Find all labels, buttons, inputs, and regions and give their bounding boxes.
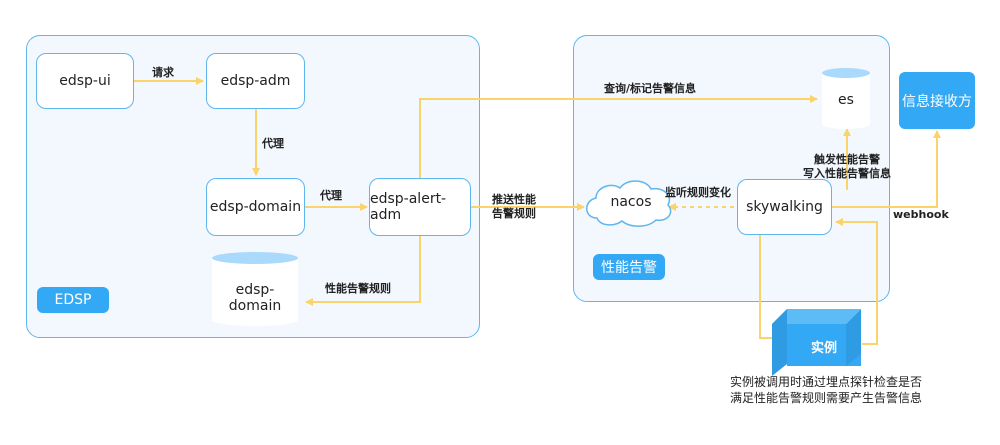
label-query-mark: 查询/标记告警信息 — [604, 82, 697, 95]
edge-from-instance — [835, 218, 878, 345]
instance-note-line2: 满足性能告警规则需要产生告警信息 — [730, 391, 923, 405]
skywalking-node[interactable]: skywalking — [737, 179, 832, 235]
edsp-alert-adm-node[interactable]: edsp-alert-adm — [369, 178, 471, 236]
instance-note-line1: 实例被调用时通过埋点探针检查是否 — [730, 375, 923, 389]
instance-note: 实例被调用时通过埋点探针检查是否 满足性能告警规则需要产生告警信息 — [730, 374, 922, 406]
label-webhook: webhook — [893, 208, 949, 221]
edge-perf-rules — [305, 235, 421, 306]
label-proxy-down: 代理 — [262, 137, 284, 150]
edge-webhook — [832, 130, 941, 208]
edsp-domain-db-cylinder — [212, 252, 298, 326]
nacos-label: nacos — [610, 194, 652, 210]
label-proxy-right: 代理 — [320, 189, 342, 202]
edsp-domain-db-label: edsp-domain — [228, 282, 282, 314]
es-label: es — [838, 92, 854, 108]
label-push-rules-line2: 告警规则 — [492, 207, 536, 220]
instance-box — [772, 309, 861, 376]
es-cylinder — [822, 68, 870, 129]
edge-query-mark — [419, 95, 818, 178]
edsp-ui-node[interactable]: edsp-ui — [36, 53, 134, 109]
label-listen-change: 监听规则变化 — [665, 186, 731, 199]
label-trigger-line2: 写入性能告警信息 — [803, 167, 891, 180]
label-push-rules: 推送性能 告警规则 — [492, 193, 536, 221]
label-trigger-line1: 触发性能告警 — [814, 153, 880, 166]
label-request: 请求 — [152, 66, 174, 79]
edsp-badge: EDSP — [37, 287, 109, 313]
edsp-adm-node[interactable]: edsp-adm — [206, 53, 305, 109]
receiver-node[interactable]: 信息接收方 — [899, 72, 975, 129]
label-push-rules-line1: 推送性能 — [492, 193, 536, 206]
label-perf-rules: 性能告警规则 — [325, 282, 391, 295]
label-trigger: 触发性能告警 写入性能告警信息 — [795, 153, 899, 181]
nacos-cloud — [586, 180, 672, 227]
instance-label: 实例 — [810, 341, 837, 356]
edsp-domain-node[interactable]: edsp-domain — [206, 178, 305, 236]
perf-alert-badge: 性能告警 — [593, 254, 665, 280]
